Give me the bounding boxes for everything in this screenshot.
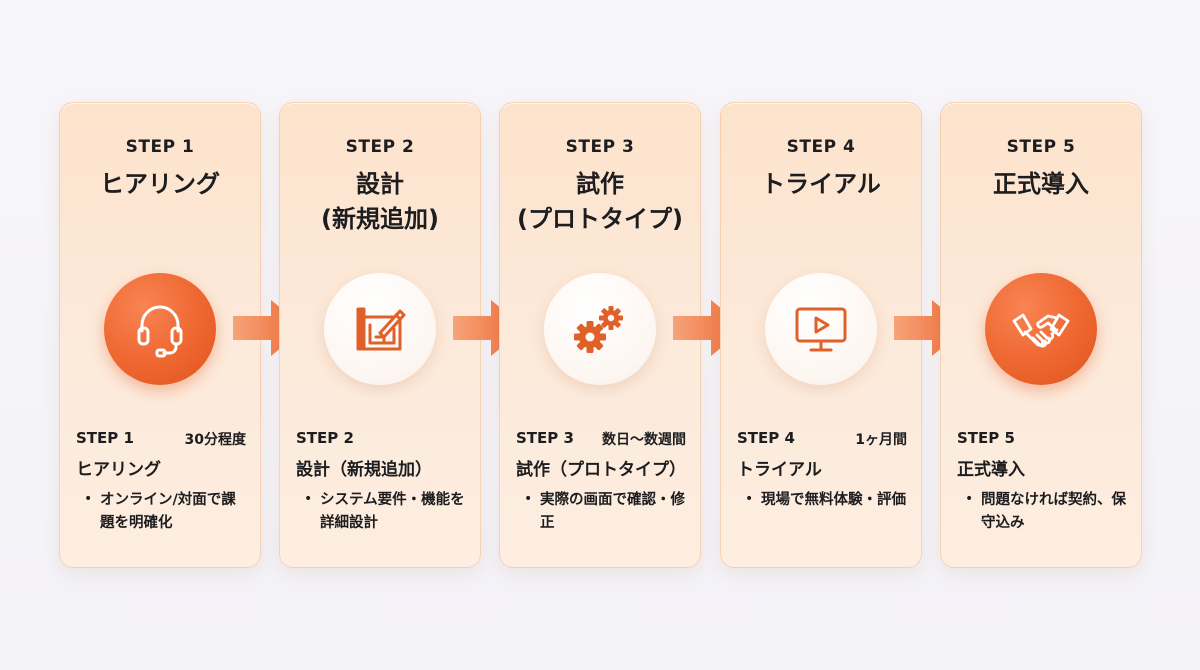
card-step-label: STEP 3 <box>565 137 635 157</box>
step-card-2: STEP 2 設計 (新規追加) STEP 2 設計（新規追加） • システム要… <box>279 102 481 568</box>
detail-step-label: STEP 5 <box>957 429 1015 447</box>
card-title: ヒアリング <box>60 167 260 202</box>
step-card-4: STEP 4 トライアル STEP 4 1ヶ月間 トライアル • 現場で無料体験… <box>720 102 922 568</box>
card-title: 設計 (新規追加) <box>280 167 480 237</box>
detail-step-label: STEP 3 <box>516 429 574 447</box>
blueprint-pencil-icon <box>324 273 436 385</box>
bullet-dot: • <box>965 491 974 507</box>
card-title: トライアル <box>721 167 921 202</box>
step-card-3: STEP 3 試作 (プロトタイプ) <box>499 102 701 568</box>
duration-label: 1ヶ月間 <box>855 432 907 448</box>
card-title-line: (新規追加) <box>321 205 439 233</box>
detail-name: ヒアリング <box>76 460 161 480</box>
duration-label: 数日〜数週間 <box>602 432 686 448</box>
card-step-label: STEP 1 <box>125 137 195 157</box>
handshake-icon <box>985 273 1097 385</box>
bullet-dot: • <box>745 491 754 507</box>
detail-name: 正式導入 <box>957 460 1025 480</box>
bullet-dot: • <box>84 491 93 507</box>
detail-description: システム要件・機能を詳細設計 <box>320 492 465 531</box>
step-card-5: STEP 5 正式導入 STEP 5 正式導入 • 問題なければ契約、保守込み <box>940 102 1142 568</box>
card-title: 正式導入 <box>941 167 1141 202</box>
detail-description: 実際の画面で確認・修正 <box>540 492 685 531</box>
detail-description: 現場で無料体験・評価 <box>761 492 906 508</box>
card-title-line: 試作 <box>576 170 624 198</box>
detail-description: 問題なければ契約、保守込み <box>981 492 1126 531</box>
detail-step-label: STEP 4 <box>737 429 795 447</box>
detail-description: オンライン/対面で課題を明確化 <box>100 492 236 531</box>
card-step-label: STEP 5 <box>1006 137 1076 157</box>
card-title-line: (プロトタイプ) <box>517 205 683 233</box>
card-step-label: STEP 2 <box>345 137 415 157</box>
step-card-1: STEP 1 ヒアリング STEP 1 30分程度 ヒアリング • オンライン/… <box>59 102 261 568</box>
card-title-line: 設計 <box>356 170 404 198</box>
bullet-dot: • <box>524 491 533 507</box>
detail-name: 設計（新規追加） <box>296 460 432 480</box>
detail-step-label: STEP 1 <box>76 429 134 447</box>
card-title-line: ヒアリング <box>100 170 220 198</box>
card-title: 試作 (プロトタイプ) <box>500 167 700 237</box>
headset-icon <box>104 273 216 385</box>
bullet-dot: • <box>304 491 313 507</box>
monitor-play-icon <box>765 273 877 385</box>
card-title-line: トライアル <box>761 170 881 198</box>
detail-name: トライアル <box>737 460 822 480</box>
card-title-line: 正式導入 <box>993 170 1089 198</box>
detail-name: 試作（プロトタイプ） <box>516 460 686 480</box>
card-step-label: STEP 4 <box>786 137 856 157</box>
gears-icon <box>544 273 656 385</box>
detail-step-label: STEP 2 <box>296 429 354 447</box>
duration-label: 30分程度 <box>184 432 246 448</box>
